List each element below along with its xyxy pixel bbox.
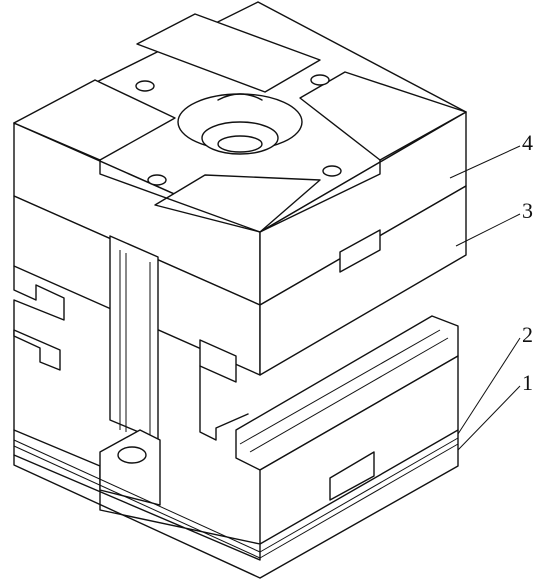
bolt-hole-4 (322, 165, 342, 177)
leader-4 (449, 145, 521, 179)
lower-body (13, 265, 459, 579)
label-part-4: 4 (522, 130, 533, 155)
bolt-hole-2 (310, 74, 330, 86)
vertical-slot (109, 235, 159, 441)
label-part-2: 2 (522, 322, 533, 347)
bolt-hole-1 (135, 80, 155, 92)
middle-right-face (259, 185, 467, 376)
lower-cube (99, 429, 161, 506)
key-tab-lower (329, 451, 375, 501)
pad-back (136, 13, 321, 93)
left-notch (13, 329, 61, 371)
label-part-1: 1 (522, 370, 533, 395)
key-tab-upper (339, 229, 381, 273)
top-block-part-4 (13, 1, 467, 306)
lower-cube-hole (117, 446, 147, 464)
leader-1 (457, 385, 521, 451)
slot-step (199, 339, 237, 383)
bolt-hole-3 (147, 174, 167, 186)
middle-block-part-3 (13, 185, 467, 441)
pad-right (299, 71, 467, 161)
leader-2 (457, 337, 521, 435)
pad-left (13, 79, 176, 161)
callouts: 4 3 2 1 (449, 130, 533, 451)
label-part-3: 3 (522, 198, 533, 223)
pad-front (154, 174, 321, 233)
leader-3 (455, 213, 521, 247)
center-bore-inner (201, 121, 279, 155)
